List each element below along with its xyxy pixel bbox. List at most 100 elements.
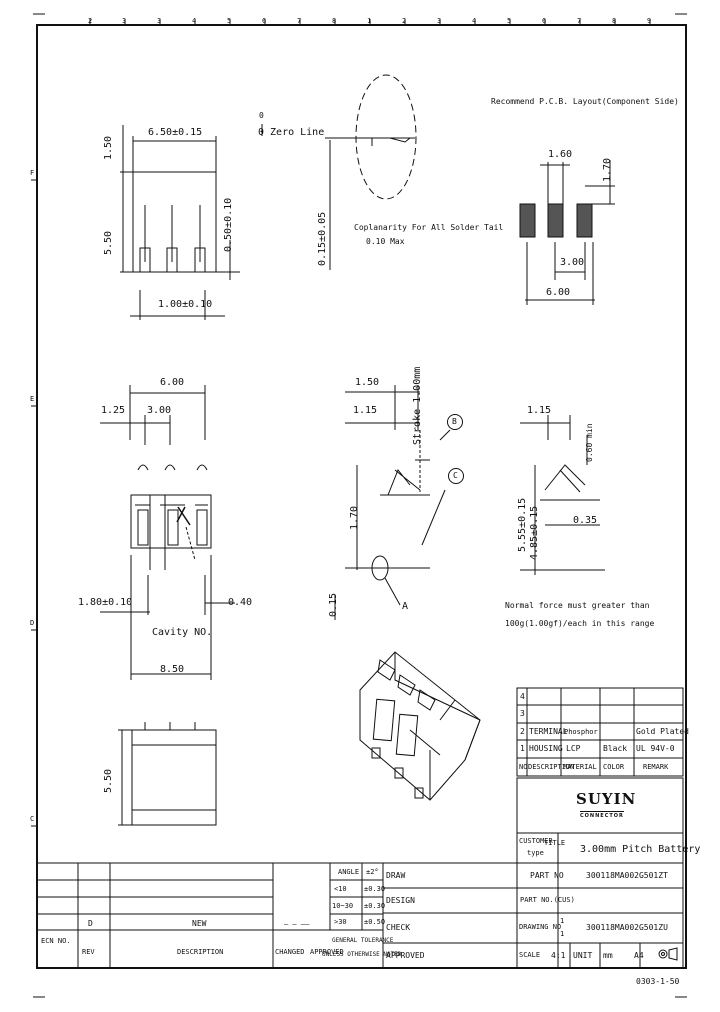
dim-small: 0.15	[328, 592, 339, 617]
general-tolerance-2: UNLESS OTHERWISE NOTED	[322, 951, 402, 958]
dim-150: 1.50	[355, 377, 380, 388]
parts-no: 3	[520, 709, 525, 718]
ruler-label: 7	[297, 17, 302, 25]
drawing-no-frac: 1	[560, 917, 565, 925]
company-logo: SUYIN	[576, 790, 637, 808]
dim-edge: 1.25	[101, 405, 126, 416]
isometric-drawing	[359, 651, 481, 801]
dim-right-top: 0.60 min	[585, 423, 594, 462]
dim-side-height: 5.50	[103, 768, 114, 793]
ruler-label: 1	[367, 17, 372, 25]
desc-value: NEW	[192, 919, 207, 928]
ruler-label: 5	[507, 17, 512, 25]
dim-front-pitch: 3.00	[147, 405, 172, 416]
revision-block-lines	[36, 862, 274, 969]
ruler-label: 3	[157, 17, 162, 25]
callout-circle: C	[448, 468, 464, 484]
zero-line-drawing	[261, 74, 417, 270]
dim-pcb-total: 6.00	[546, 287, 571, 298]
ruler-label: 3	[122, 17, 127, 25]
dim-pad-width: 1.60	[548, 149, 573, 160]
side-ruler-label: F	[30, 169, 35, 177]
col-description: DESCRIPTION	[177, 948, 224, 956]
drawing-no-value: 300118MA002G501ZU	[586, 923, 668, 932]
dim-pin-width: 1.80±0.10	[78, 597, 133, 608]
tol-header: ANGLE	[338, 868, 360, 876]
parts-no: 4	[520, 692, 525, 701]
drawing-no-frac: 1	[560, 930, 565, 938]
ruler-label: 8	[612, 17, 617, 25]
parts-header-no: NO	[519, 763, 528, 771]
dim-035: 0.35	[573, 515, 598, 526]
ruler-label: 4	[192, 17, 197, 25]
tol-range: >30	[334, 918, 347, 926]
top-ruler-ticks	[89, 19, 651, 25]
tol-value: ±0.50	[364, 918, 386, 926]
force-note-2: 100g(1.00gf)/each in this range	[505, 619, 655, 628]
col-approved: APPROVED	[310, 948, 344, 956]
col-rev: REV	[82, 948, 95, 956]
tol-range: 10~30	[332, 902, 354, 910]
parts-mat: Phosphor	[564, 728, 598, 736]
check-label: CHECK	[386, 923, 411, 932]
stroke-label: Stroke 1.00mm	[412, 366, 423, 445]
callout-a: A	[402, 601, 409, 612]
parts-remark: UL 94V-0	[636, 744, 675, 753]
ruler-label: 6	[542, 17, 547, 25]
dim-115: 1.15	[353, 405, 378, 416]
tol-value: ±0.30	[364, 902, 386, 910]
general-tolerance: GENERAL TOLERANCE	[332, 937, 394, 944]
top-view-drawing	[120, 125, 240, 320]
pcb-layout-drawing	[519, 160, 615, 305]
unit-label: UNIT	[573, 951, 593, 960]
approved-label: APPROVED	[386, 951, 425, 960]
dim-width: 6.50±0.15	[148, 127, 203, 138]
ruler-label: 2	[88, 17, 93, 25]
drawing-no-label: DRAWING NO	[519, 923, 562, 931]
rev-value: D	[88, 919, 93, 928]
ruler-label: 6	[262, 17, 267, 25]
coplanarity-note: Coplanarity For All Solder Tail	[354, 223, 504, 232]
title-label: TITLE	[544, 839, 566, 847]
parts-desc: HOUSING	[529, 744, 563, 753]
side-ruler-label: D	[30, 619, 35, 627]
part-no-value: 300118MA002G501ZT	[586, 871, 668, 880]
ruler-label: 3	[437, 17, 442, 25]
parts-header-color: COLOR	[603, 763, 625, 771]
force-note-1: Normal force must greater than	[505, 601, 650, 610]
parts-no: 2	[520, 727, 525, 736]
dim-span: 6.00	[160, 377, 185, 388]
sheet-value: A4	[634, 951, 644, 960]
tol-header: ±2°	[366, 868, 379, 876]
projection-symbol-icon	[658, 947, 678, 961]
company-logo-sub: CONNECTOR	[580, 811, 624, 819]
coplanarity-note-2: 0.10 Max	[366, 237, 405, 246]
drawing-frame	[36, 24, 687, 969]
dim-right-115: 1.15	[527, 405, 552, 416]
draw-label: DRAW	[386, 871, 406, 880]
title-value: 3.00mm Pitch Battery	[580, 844, 701, 855]
part-no-label: PART NO	[530, 871, 564, 880]
title-type-label: type	[527, 849, 544, 857]
callout-circle: B	[447, 414, 463, 430]
scale-value: 4:1	[551, 951, 566, 960]
design-label: DESIGN	[386, 896, 415, 905]
ruler-label: 9	[647, 17, 652, 25]
side-ruler-label: E	[30, 395, 35, 403]
parts-header-remark: REMARK	[643, 763, 669, 771]
dim-stack-2: 4.85±0.15	[529, 505, 540, 560]
unit-value: mm	[603, 951, 613, 960]
dim-height-1: 1.50	[103, 135, 114, 160]
tol-value: ±0.30	[364, 885, 386, 893]
col-changed: CHANGED	[275, 948, 305, 956]
parts-header-desc: DESCRIPTION	[528, 763, 575, 771]
dim-pin: 0.50±0.10	[223, 197, 234, 252]
pcb-layout-title: Recommend P.C.B. Layout(Component Side)	[491, 97, 679, 106]
parts-desc: TERMINAL	[529, 727, 568, 736]
contact-view-drawing	[334, 385, 451, 620]
cavity-label: Cavity NO.	[152, 627, 213, 638]
parts-table-lines	[516, 687, 684, 777]
zero-mark: 0	[259, 111, 264, 120]
dim-height-2: 5.50	[103, 230, 114, 255]
